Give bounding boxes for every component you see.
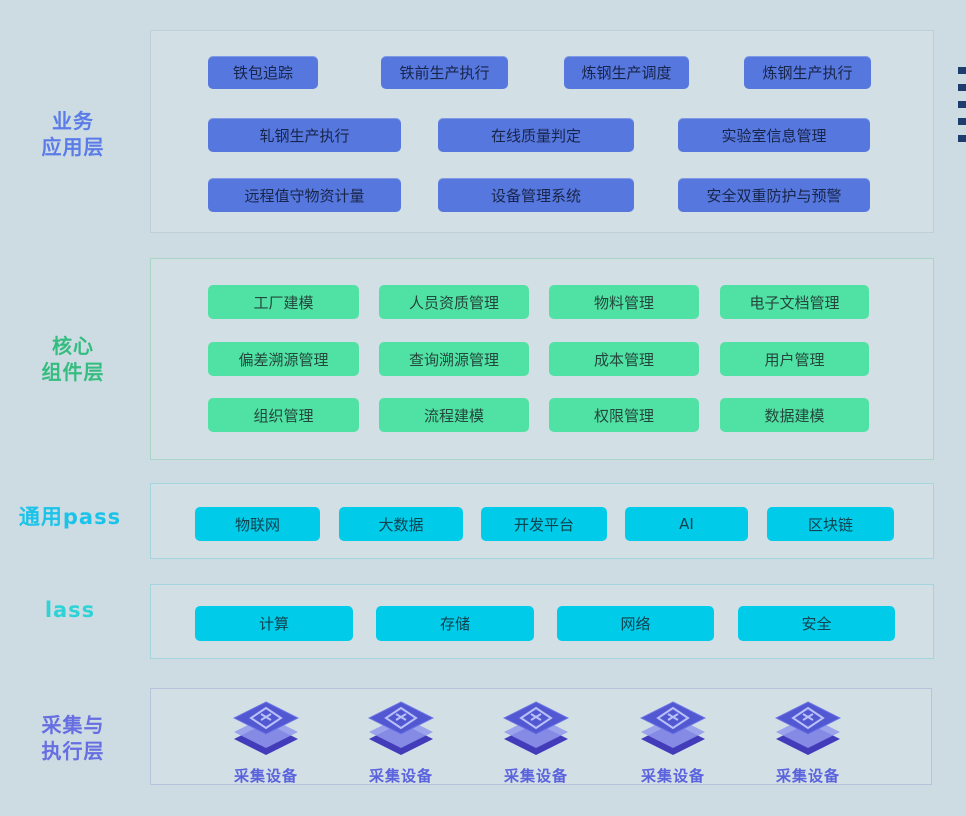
layer-label-line: lass <box>44 598 96 622</box>
chip-paas[interactable]: 大数据 <box>339 507 463 541</box>
device-cube-icon <box>640 701 706 755</box>
device-label: 采集设备 <box>368 767 433 785</box>
device-cube-icon <box>368 701 434 755</box>
chip-business[interactable]: 远程值守物资计量 <box>208 178 401 212</box>
device-label: 采集设备 <box>640 767 705 785</box>
chip-core[interactable]: 偏差溯源管理 <box>208 342 359 376</box>
panel-collection-execution: 采集设备 采集设备 采集设备 <box>150 688 932 785</box>
chip-business[interactable]: 轧钢生产执行 <box>208 118 401 152</box>
edge-clipped-mark <box>958 101 966 108</box>
chip-business[interactable]: 在线质量判定 <box>438 118 634 152</box>
panel-business-application: 铁包追踪 铁前生产执行 炼钢生产调度 炼钢生产执行 轧钢生产执行 在线质量判定 … <box>150 30 934 233</box>
collection-device: 采集设备 <box>337 699 465 786</box>
layer-label-line: 采集与 <box>41 713 105 737</box>
chip-core[interactable]: 查询溯源管理 <box>379 342 529 376</box>
chip-business[interactable]: 安全双重防护与预警 <box>678 178 870 212</box>
chip-business[interactable]: 实验室信息管理 <box>678 118 870 152</box>
edge-clipped-mark <box>958 135 966 142</box>
chip-paas[interactable]: 区块链 <box>767 507 894 541</box>
device-label: 采集设备 <box>233 767 298 785</box>
edge-clipped-mark <box>958 118 966 125</box>
chip-iaas[interactable]: 安全 <box>738 606 895 641</box>
collection-device: 采集设备 <box>744 699 872 786</box>
layer-label-line: 核心 <box>52 334 94 358</box>
chip-iaas[interactable]: 计算 <box>195 606 353 641</box>
panel-iaas: 计算 存储 网络 安全 <box>150 584 934 659</box>
layer-label-line: 业务 <box>52 109 94 133</box>
edge-clipped-mark <box>958 84 966 91</box>
layer-label-iaas: lass <box>11 597 129 623</box>
chip-core[interactable]: 数据建模 <box>720 398 869 432</box>
layer-label-business: 业务 应用层 <box>14 108 132 160</box>
chip-core[interactable]: 物料管理 <box>549 285 699 319</box>
device-cube-icon <box>233 701 299 755</box>
chip-core[interactable]: 成本管理 <box>549 342 699 376</box>
chip-core[interactable]: 组织管理 <box>208 398 359 432</box>
layer-label-collection: 采集与 执行层 <box>14 712 132 764</box>
chip-business[interactable]: 炼钢生产调度 <box>564 56 689 89</box>
layer-label-core: 核心 组件层 <box>14 333 132 385</box>
chip-business[interactable]: 铁前生产执行 <box>381 56 508 89</box>
layer-label-line: 组件层 <box>41 360 105 384</box>
panel-general-paas: 物联网 大数据 开发平台 AI 区块链 <box>150 483 934 559</box>
chip-paas[interactable]: 开发平台 <box>481 507 607 541</box>
chip-business[interactable]: 炼钢生产执行 <box>744 56 871 89</box>
chip-core[interactable]: 权限管理 <box>549 398 699 432</box>
edge-clipped-mark <box>958 67 966 74</box>
chip-core[interactable]: 人员资质管理 <box>379 285 529 319</box>
chip-paas[interactable]: AI <box>625 507 748 541</box>
collection-device: 采集设备 <box>472 699 600 786</box>
layer-label-paas: 通用pass <box>11 504 129 530</box>
layer-label-line: 执行层 <box>41 739 105 763</box>
chip-core[interactable]: 电子文档管理 <box>720 285 869 319</box>
chip-paas[interactable]: 物联网 <box>195 507 320 541</box>
layer-label-line: 通用pass <box>18 505 122 529</box>
device-cube-icon <box>775 701 841 755</box>
layer-label-line: 应用层 <box>41 135 105 159</box>
device-label: 采集设备 <box>503 767 568 785</box>
chip-iaas[interactable]: 存储 <box>376 606 534 641</box>
chip-iaas[interactable]: 网络 <box>557 606 714 641</box>
chip-core[interactable]: 流程建模 <box>379 398 529 432</box>
chip-core[interactable]: 用户管理 <box>720 342 869 376</box>
panel-core-component: 工厂建模 人员资质管理 物料管理 电子文档管理 偏差溯源管理 查询溯源管理 成本… <box>150 258 934 460</box>
chip-core[interactable]: 工厂建模 <box>208 285 359 319</box>
chip-business[interactable]: 设备管理系统 <box>438 178 634 212</box>
device-cube-icon <box>503 701 569 755</box>
collection-device: 采集设备 <box>202 699 330 786</box>
device-label: 采集设备 <box>775 767 840 785</box>
collection-device: 采集设备 <box>609 699 737 786</box>
chip-business[interactable]: 铁包追踪 <box>208 56 318 89</box>
